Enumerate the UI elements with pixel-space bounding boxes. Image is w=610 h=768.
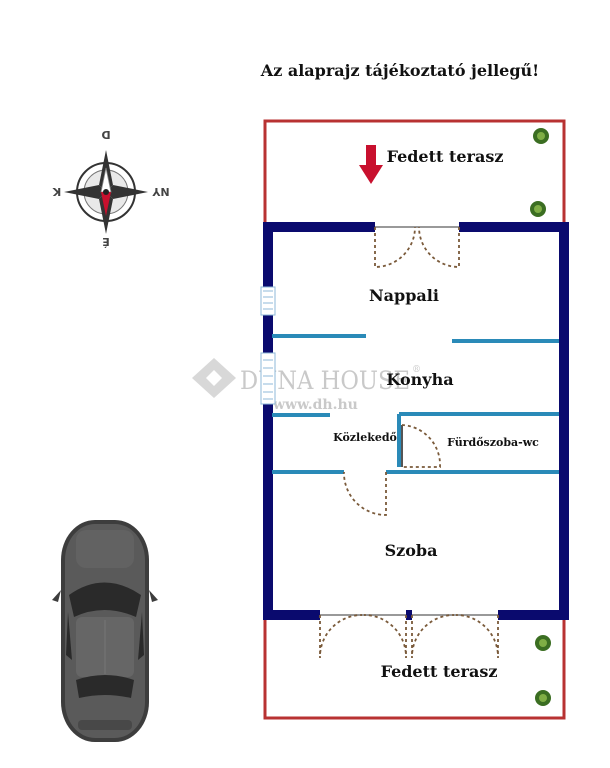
watermark-url: www.dh.hu [272,397,358,413]
compass-east-label: K [52,185,61,198]
room-label-living: Nappali [369,286,439,305]
door-top-double [374,221,460,268]
compass-icon: D É K NY [52,128,169,248]
door-bottom-left [319,609,407,659]
plant-icon [530,201,546,217]
room-label-bedroom: Szoba [385,541,438,560]
plant-icon [535,635,551,651]
room-label-hallway: Közlekedő [333,431,397,444]
door-bathroom [401,424,441,468]
window-left-upper [260,286,276,316]
terrace-top-outline [263,119,566,228]
disclaimer-notice: Az alaprajz tájékoztató jellegű! [260,61,539,80]
inner-walls [272,334,559,474]
compass-south-label: D [101,128,110,141]
compass-west-label: NY [151,185,169,198]
room-label-terrace-bottom: Fedett terasz [381,662,498,681]
plant-icon [535,690,551,706]
room-label-kitchen: Konyha [386,370,453,389]
window-left-lower [260,352,276,405]
compass-north-label: É [102,235,110,248]
room-label-bathroom: Fürdőszoba-wc [447,436,539,449]
door-bedroom [343,469,387,516]
door-bottom-right [411,609,499,659]
car-icon [52,520,158,742]
room-label-terrace-top: Fedett terasz [387,147,504,166]
watermark-logo-icon [192,358,236,398]
entry-arrow-icon [359,145,383,184]
watermark-registered: ® [412,365,421,375]
plant-icon [533,128,549,144]
compass-needle [101,192,111,216]
